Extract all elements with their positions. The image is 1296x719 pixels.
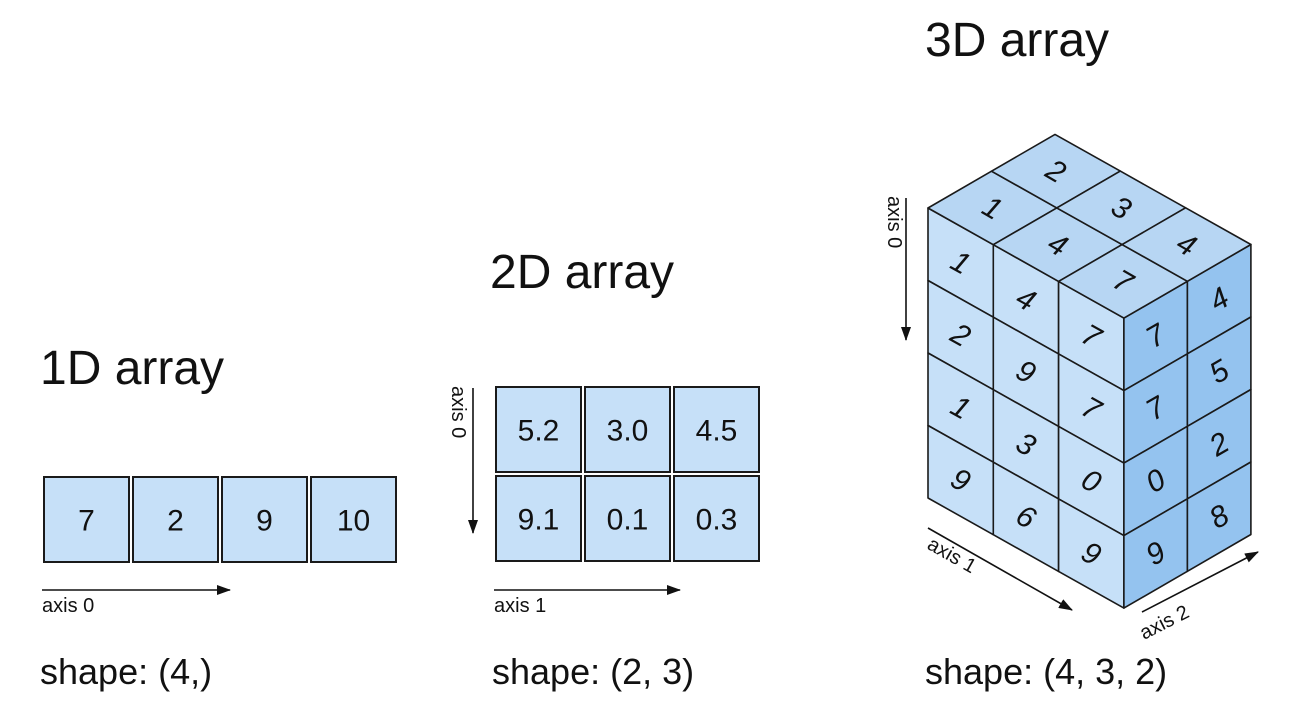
axis-2-arrow-3d	[1141, 551, 1259, 613]
array-1d-cell	[310, 476, 397, 563]
array-1d-cell-value: 10	[337, 505, 370, 538]
panel-2d-array: 2D array 5.2 3.0 4.5 9.1 0.1 0.3 axis 0 axis …	[447, 246, 760, 692]
array-2d-cell-value: 9.1	[518, 504, 560, 537]
array-2d-cell	[495, 386, 582, 473]
array-2d-cell	[584, 386, 671, 473]
array-2d-cell-value: 5.2	[518, 415, 560, 448]
array-1d-cell	[221, 476, 308, 563]
array-1d-cell	[132, 476, 219, 563]
title-2d-array: 2D array	[490, 246, 674, 299]
axis-0-label-1d: axis 0	[42, 595, 94, 617]
array-1d-cell-value: 7	[78, 505, 95, 538]
cube-side-cell	[1186, 461, 1252, 573]
array-2d-cell	[673, 475, 760, 562]
cube-top-cell	[1121, 207, 1252, 283]
axis-1-arrow-3d	[927, 527, 1073, 611]
array-2d-cell-value: 3.0	[607, 415, 649, 448]
array-2d-cell	[495, 475, 582, 562]
axis-0-label-2d: axis 0	[447, 386, 469, 438]
axis-1-label-2d: axis 1	[494, 595, 546, 617]
array-1d-cell-value: 2	[167, 505, 184, 538]
axis-2-label-3d: axis 2	[1136, 601, 1193, 644]
array-2d-cell	[673, 386, 760, 473]
shape-label-3d: shape: (4, 3, 2)	[925, 651, 1167, 692]
array-2d-cell	[584, 475, 671, 562]
shape-label-2d: shape: (2, 3)	[492, 651, 694, 692]
title-3d-array: 3D array	[925, 14, 1109, 67]
array-2d-cell-value: 4.5	[696, 415, 738, 448]
array-2d-cells: 5.2 3.0 4.5 9.1 0.1 0.3	[495, 386, 760, 562]
array-1d-cell-value: 9	[256, 505, 273, 538]
title-1d-array: 1D array	[40, 342, 224, 395]
axis-1-label-3d: axis 1	[924, 533, 980, 578]
panel-1d-array: 1D array 7 2 9 10 axis 0 shape: (4,)	[40, 342, 397, 692]
array-1d-cell	[43, 476, 130, 563]
array-1d-cells: 7 2 9 10	[43, 476, 397, 563]
array-2d-cell-value: 0.3	[696, 504, 738, 537]
shape-label-1d: shape: (4,)	[40, 651, 212, 692]
array-2d-cell-value: 0.1	[607, 504, 649, 537]
axis-0-label-3d: axis 0	[883, 196, 905, 248]
